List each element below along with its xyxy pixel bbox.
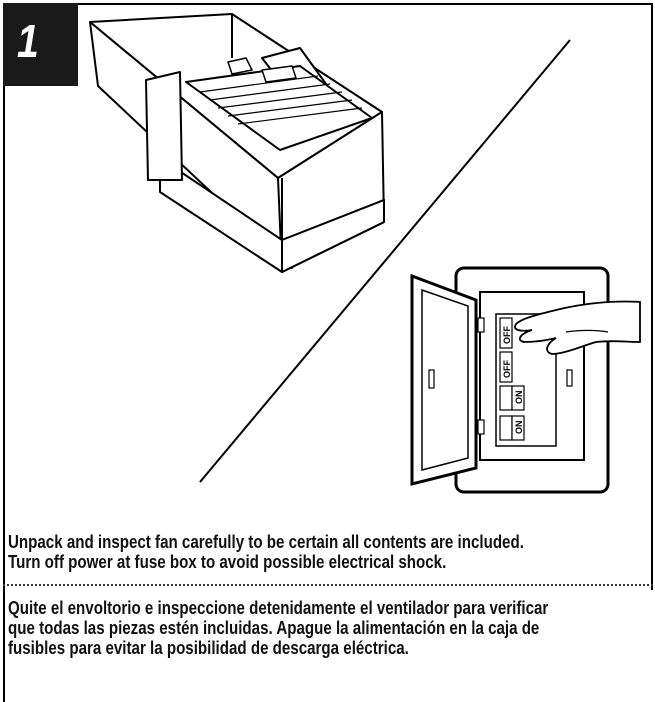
breaker-label-on-1: ON [514,391,524,405]
breaker-label-off-2: OFF [502,360,512,378]
breaker-label-on-2: ON [514,421,524,435]
dotted-divider [3,584,653,586]
frame-right-border [651,3,653,590]
breaker-label-off-1: OFF [502,326,512,344]
english-instructions: Unpack and inspect fan carefully to be c… [8,532,648,572]
english-line: Turn off power at fuse box to avoid poss… [8,552,447,572]
spanish-line: Quite el envoltorio e inspeccione deteni… [8,598,549,618]
step-badge: 1 [3,3,78,86]
english-line: Unpack and inspect fan carefully to be c… [8,532,524,552]
frame-top-border [3,3,653,5]
spanish-line: fusibles para evitar la posibilidad de d… [8,638,409,658]
fan-box-illustration [89,13,385,273]
step-number: 1 [17,15,39,67]
spanish-instructions: Quite el envoltorio e inspeccione deteni… [8,598,648,658]
frame-left-border [3,3,5,702]
illustration-divider-line [199,39,571,483]
spanish-line: que todas las piezas estén incluidas. Ap… [8,618,540,638]
fuse-box-illustration [410,266,641,494]
step-illustration: OFF OFF ON ON [89,13,641,494]
